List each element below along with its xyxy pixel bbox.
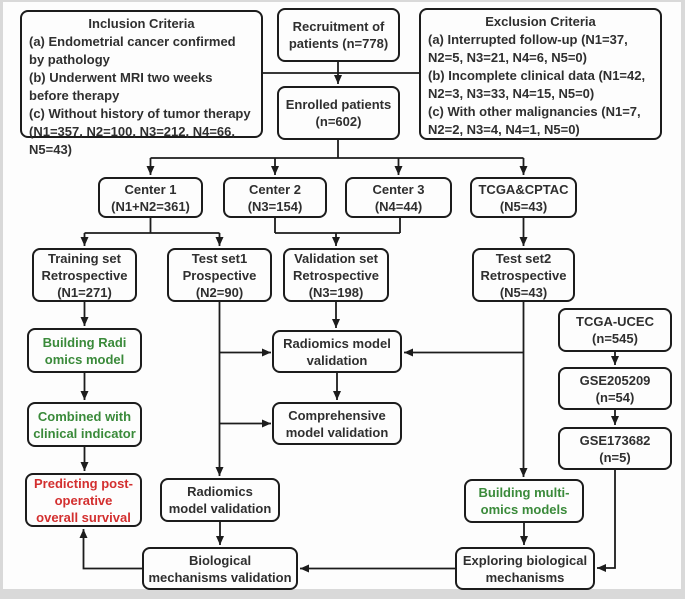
node-line: (N2=90) bbox=[195, 284, 244, 300]
node-line: (N3=198) bbox=[308, 284, 364, 300]
node-tcga-ucec: TCGA-UCEC (n=545) bbox=[558, 308, 672, 352]
node-line: (N1+N2=361) bbox=[111, 198, 190, 214]
node-line: Exploring biological bbox=[462, 552, 588, 568]
edge-center2-center3-merge bbox=[274, 218, 401, 234]
node-gse205209: GSE205209 (n=54) bbox=[558, 367, 672, 410]
node-line: Test set2 bbox=[495, 250, 552, 266]
inclusion-item: (a) Endometrial cancer confirmed by path… bbox=[29, 34, 236, 67]
node-line: (N4=44) bbox=[374, 198, 423, 214]
node-predicting-survival: Predicting post- operative overall survi… bbox=[25, 473, 142, 527]
node-inclusion-criteria: Inclusion Criteria (a) Endometrial cance… bbox=[20, 10, 263, 157]
node-line: validation bbox=[306, 352, 368, 368]
node-line: Radiomics model bbox=[283, 335, 391, 351]
node-building-radiomics-model: Building Radi omics model bbox=[27, 328, 142, 373]
node-line: omics model bbox=[44, 351, 125, 367]
edge-biological-to-predicting bbox=[79, 529, 142, 570]
node-line: (n=602) bbox=[315, 114, 362, 129]
node-exclusion-criteria: Exclusion Criteria (a) Interrupted follo… bbox=[419, 8, 662, 140]
node-radiomics-model-validation-1: Radiomics model validation bbox=[272, 330, 402, 373]
inclusion-item: (c) Without history of tumor therapy (N1… bbox=[29, 106, 251, 157]
node-line: Comprehensive bbox=[288, 407, 386, 423]
node-line: (n=54) bbox=[595, 389, 635, 405]
node-line: Biological bbox=[188, 552, 252, 568]
exclusion-item: (b) Incomplete clinical data (N1=42, N2=… bbox=[428, 68, 646, 101]
node-line: Building Radi bbox=[42, 334, 127, 350]
node-recruitment: Recruitment of patients (n=778) bbox=[277, 8, 400, 62]
node-line: (N5=43) bbox=[499, 284, 548, 300]
node-line: Recruitment of bbox=[292, 19, 385, 34]
node-training-set: Training set Retrospective (N1=271) bbox=[32, 248, 137, 302]
node-center2: Center 2 (N3=154) bbox=[223, 177, 327, 218]
node-line: Building multi- bbox=[478, 485, 570, 500]
edge-center1-split bbox=[84, 218, 220, 234]
node-line: Validation set bbox=[294, 250, 378, 266]
node-line: (N5=43) bbox=[499, 198, 548, 214]
node-line: Center 2 bbox=[248, 181, 302, 197]
node-radiomics-model-validation-2: Radiomics model validation bbox=[160, 478, 280, 522]
node-line: overall survival bbox=[36, 509, 131, 525]
node-line: mechanisms bbox=[485, 569, 565, 585]
node-biological-mechanisms-validation: Biological mechanisms validation bbox=[142, 547, 298, 590]
node-line: Test set1 bbox=[191, 250, 248, 266]
exclusion-title: Exclusion Criteria bbox=[485, 14, 596, 29]
node-line: clinical indicator bbox=[33, 425, 136, 441]
node-center1: Center 1 (N1+N2=361) bbox=[98, 177, 203, 218]
node-line: Training set bbox=[48, 250, 121, 266]
node-gse173682: GSE173682 (n=5) bbox=[558, 427, 672, 470]
node-line: Prospective bbox=[182, 267, 257, 283]
node-line: TCGA&CPTAC bbox=[478, 181, 569, 197]
node-line: Enrolled patients bbox=[285, 97, 392, 112]
node-building-multiomics-models: Building multi- omics models bbox=[464, 479, 584, 523]
node-test-set2: Test set2 Retrospective (N5=43) bbox=[472, 248, 575, 302]
node-line: GSE205209 bbox=[579, 372, 651, 388]
node-line: Retrospective bbox=[480, 267, 567, 283]
node-line: (N1=271) bbox=[57, 284, 112, 300]
node-line: (n=5) bbox=[599, 449, 631, 465]
edge-gse173682-to-exploring bbox=[597, 470, 616, 572]
node-line: model validation bbox=[168, 501, 272, 516]
node-exploring-biological-mechanisms: Exploring biological mechanisms bbox=[455, 547, 595, 590]
exclusion-item: (a) Interrupted follow-up (N1=37, N2=5, … bbox=[428, 32, 628, 65]
inclusion-item: (b) Underwent MRI two weeks before thera… bbox=[29, 70, 213, 103]
node-line: patients (n=778) bbox=[288, 36, 389, 51]
node-line: Center 1 bbox=[124, 181, 177, 197]
node-line: GSE173682 bbox=[579, 432, 651, 448]
node-line: Retrospective bbox=[41, 267, 128, 283]
node-validation-set: Validation set Retrospective (N3=198) bbox=[283, 248, 389, 302]
node-line: Retrospective bbox=[293, 267, 379, 283]
node-test-set1: Test set1 Prospective (N2=90) bbox=[167, 248, 272, 302]
node-comprehensive-model-validation: Comprehensive model validation bbox=[272, 402, 402, 445]
node-line: model validation bbox=[285, 424, 389, 440]
node-line: Center 3 bbox=[372, 181, 425, 197]
node-line: operative bbox=[54, 492, 113, 508]
node-line: omics models bbox=[480, 502, 568, 517]
node-line: (n=545) bbox=[592, 331, 638, 346]
node-tcga-cptac: TCGA&CPTAC (N5=43) bbox=[470, 177, 577, 218]
node-line: TCGA-UCEC bbox=[576, 314, 654, 329]
node-enrolled: Enrolled patients (n=602) bbox=[277, 86, 400, 140]
node-line: Combined with bbox=[37, 408, 132, 424]
node-line: Predicting post- bbox=[34, 475, 133, 491]
node-line: mechanisms validation bbox=[148, 569, 292, 585]
node-line: (N3=154) bbox=[247, 198, 303, 214]
node-line: Radiomics bbox=[187, 484, 253, 499]
exclusion-item: (c) With other malignancies (N1=7, N2=2,… bbox=[428, 104, 641, 137]
node-center3: Center 3 (N4=44) bbox=[345, 177, 452, 218]
inclusion-title: Inclusion Criteria bbox=[88, 16, 195, 31]
node-combined-clinical-indicator: Combined with clinical indicator bbox=[27, 402, 142, 447]
